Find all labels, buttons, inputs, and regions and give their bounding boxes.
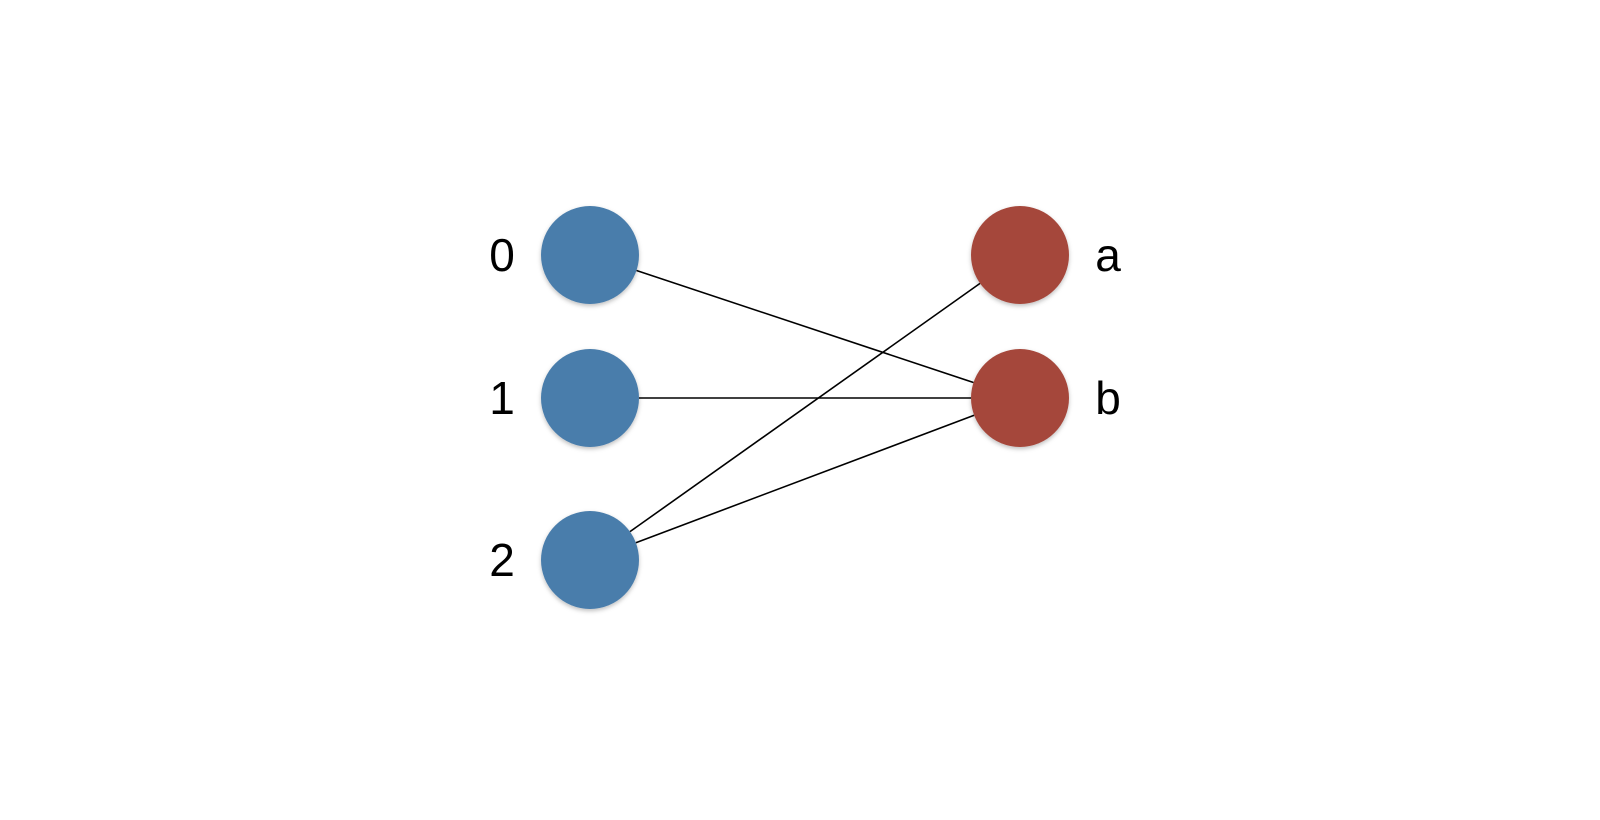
node-circle-1 [541,349,639,447]
edge-0-b [636,269,974,384]
node-label-a: a [1095,229,1121,281]
node-label-2: 2 [489,534,515,586]
edge-2-b [635,414,975,544]
node-b: b [971,349,1121,447]
node-1: 1 [489,349,639,447]
node-label-b: b [1095,372,1121,424]
node-a: a [971,206,1121,304]
node-label-0: 0 [489,229,515,281]
node-circle-0 [541,206,639,304]
nodes-layer: 0 1 2 a b [489,206,1121,609]
node-circle-a [971,206,1069,304]
node-2: 2 [489,511,639,609]
node-circle-b [971,349,1069,447]
edge-2-a [629,282,981,533]
node-0: 0 [489,206,639,304]
node-label-1: 1 [489,372,515,424]
node-circle-2 [541,511,639,609]
edges-layer [629,269,981,544]
